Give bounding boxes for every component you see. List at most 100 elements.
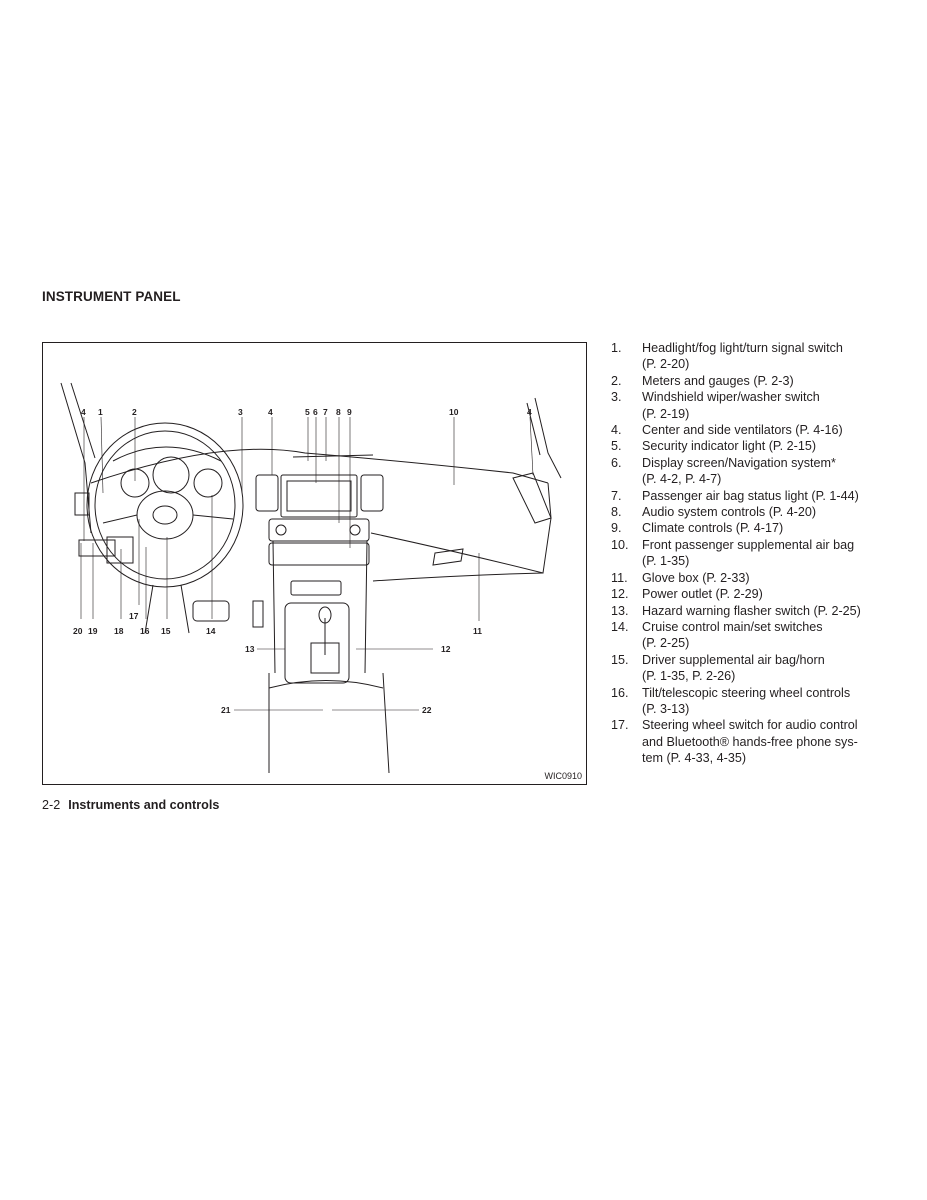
item-text: Passenger air bag status light (P. 1-44) bbox=[642, 488, 859, 503]
list-item: 15.Driver supplemental air bag/horn (P. … bbox=[611, 652, 891, 685]
page-number: 2-2 bbox=[42, 798, 61, 812]
item-number: 5. bbox=[611, 439, 622, 454]
left-pillar bbox=[60, 382, 92, 534]
label-20: 20 bbox=[73, 626, 83, 636]
list-item: 5. Security indicator light (P. 2-15) bbox=[611, 438, 891, 454]
pedal bbox=[192, 600, 230, 622]
label-18: 18 bbox=[114, 626, 124, 636]
right-side-vent bbox=[512, 472, 552, 524]
shift-console bbox=[284, 602, 350, 684]
figure-code: WIC0910 bbox=[544, 771, 582, 781]
figure-callout-labels: 4 1 2 3 4 5 6 7 8 9 10 4 11 12 13 14 15 … bbox=[73, 407, 532, 715]
item-number: 9. bbox=[611, 521, 622, 536]
label-2: 2 bbox=[132, 407, 137, 417]
shift-knob bbox=[318, 606, 332, 624]
item-number: 13. bbox=[611, 603, 629, 618]
list-item: 13. Hazard warning flasher switch (P. 2-2… bbox=[611, 603, 891, 619]
section-title: INSTRUMENT PANEL bbox=[42, 289, 181, 304]
label-22: 22 bbox=[422, 705, 432, 715]
list-item: 2. Meters and gauges (P. 2-3) bbox=[611, 373, 891, 389]
audio-controls bbox=[268, 518, 370, 542]
gauge-right bbox=[193, 468, 223, 498]
label-10: 10 bbox=[449, 407, 459, 417]
item-text: Hazard warning flasher switch (P. 2-25) bbox=[642, 603, 861, 618]
callout-list: 1.Headlight/fog light/turn signal switch… bbox=[611, 340, 891, 767]
left-side-vent bbox=[74, 492, 90, 516]
instrument-panel-figure: 4 1 2 3 4 5 6 7 8 9 10 4 11 12 13 14 15 … bbox=[42, 342, 587, 785]
steering-wheel bbox=[86, 422, 244, 588]
item-number: 12. bbox=[611, 587, 629, 602]
item-number: 10. bbox=[611, 537, 629, 552]
navigation-screen bbox=[280, 474, 358, 518]
list-item: 10. Front passenger supplemental air bag … bbox=[611, 537, 891, 570]
list-item: 14. Cruise control main/set switches (P. … bbox=[611, 619, 891, 652]
center-console bbox=[268, 672, 390, 774]
label-4: 4 bbox=[268, 407, 273, 417]
item-text: Power outlet (P. 2-29) bbox=[642, 587, 763, 602]
list-item: 11. Glove box (P. 2-33) bbox=[611, 570, 891, 586]
label-7: 7 bbox=[323, 407, 328, 417]
label-12: 12 bbox=[441, 644, 451, 654]
list-item: 3. Windshield wiper/washer switch (P. 2-1… bbox=[611, 389, 891, 422]
label-8: 8 bbox=[336, 407, 341, 417]
list-item: 8.Audio system controls (P. 4-20) bbox=[611, 504, 891, 520]
item-number: 17. bbox=[611, 718, 629, 733]
label-9: 9 bbox=[347, 407, 352, 417]
glove-box-handle bbox=[432, 548, 464, 566]
item-text: Driver supplemental air bag/horn (P. 1-3… bbox=[642, 652, 825, 684]
right-pillar bbox=[534, 397, 562, 479]
center-vent-right bbox=[360, 474, 384, 512]
list-item: 1.Headlight/fog light/turn signal switch… bbox=[611, 340, 891, 373]
label-6: 6 bbox=[313, 407, 318, 417]
item-text: Security indicator light (P. 2-15) bbox=[642, 439, 817, 454]
label-17: 17 bbox=[129, 611, 139, 621]
gauge-center bbox=[152, 456, 190, 494]
item-text: Cruise control main/set switches (P. 2-2… bbox=[642, 619, 823, 651]
leader-lines bbox=[80, 416, 534, 711]
label-13: 13 bbox=[245, 644, 255, 654]
item-text: Steering wheel switch for audio control … bbox=[642, 718, 858, 766]
label-21: 21 bbox=[221, 705, 231, 715]
list-item: 7. Passenger air bag status light (P. 1-4… bbox=[611, 488, 891, 504]
center-vent-left bbox=[255, 474, 279, 512]
item-number: 14. bbox=[611, 619, 629, 634]
left-switch-panel bbox=[78, 539, 116, 557]
label-4: 4 bbox=[81, 407, 86, 417]
page-footer: 2-2 Instruments and controls bbox=[42, 798, 219, 812]
item-number: 16. bbox=[611, 685, 629, 700]
item-text: Tilt/telescopic steering wheel controls … bbox=[642, 685, 851, 716]
item-number: 4. bbox=[611, 423, 622, 438]
climate-controls bbox=[268, 542, 370, 566]
label-4: 4 bbox=[527, 407, 532, 417]
list-item: 9. Climate controls (P. 4-17) bbox=[611, 520, 891, 536]
gauge-hood bbox=[112, 446, 222, 462]
list-item: 6.Display screen/Navigation system* (P. … bbox=[611, 455, 891, 488]
item-text: Climate controls (P. 4-17) bbox=[642, 521, 784, 536]
item-number: 11. bbox=[611, 570, 628, 585]
chapter-title: Instruments and controls bbox=[68, 798, 220, 812]
list-item: 16. Tilt/telescopic steering wheel contro… bbox=[611, 685, 891, 718]
item-number: 7. bbox=[611, 488, 622, 503]
item-number: 2. bbox=[611, 373, 622, 388]
item-text: Meters and gauges (P. 2-3) bbox=[642, 373, 794, 388]
airbag-hub bbox=[136, 490, 194, 540]
item-number: 6. bbox=[611, 455, 622, 470]
label-19: 19 bbox=[88, 626, 98, 636]
label-16: 16 bbox=[140, 626, 150, 636]
item-text: Windshield wiper/washer switch (P. 2-19) bbox=[642, 390, 820, 421]
item-text: Audio system controls (P. 4-20) bbox=[642, 505, 817, 520]
list-item: 12. Power outlet (P. 2-29) bbox=[611, 586, 891, 602]
item-text: Glove box (P. 2-33) bbox=[642, 570, 750, 585]
item-number: 3. bbox=[611, 390, 622, 405]
glove-box-outline bbox=[372, 572, 544, 582]
item-text: Center and side ventilators (P. 4-16) bbox=[642, 423, 843, 438]
dash-top-edge bbox=[90, 448, 549, 484]
item-number: 1. bbox=[611, 341, 622, 355]
label-14: 14 bbox=[206, 626, 216, 636]
item-text: Front passenger supplemental air bag (P.… bbox=[642, 537, 855, 569]
dashboard-illustration: 4 1 2 3 4 5 6 7 8 9 10 4 11 12 13 14 15 … bbox=[60, 382, 562, 774]
ashtray bbox=[290, 580, 342, 596]
label-15: 15 bbox=[161, 626, 171, 636]
label-1: 1 bbox=[98, 407, 103, 417]
list-item: 4. Center and side ventilators (P. 4-16) bbox=[611, 422, 891, 438]
